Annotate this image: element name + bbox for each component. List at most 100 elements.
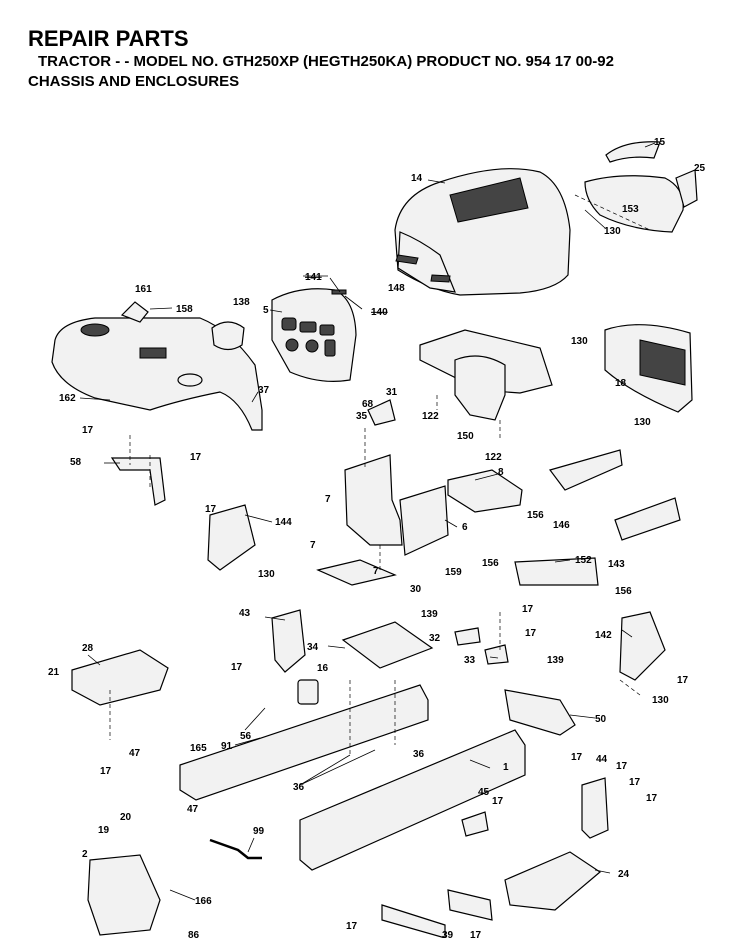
- plate-8-part: [447, 469, 523, 513]
- part-label-17-h: 17: [571, 752, 583, 763]
- part-label-17-g: 17: [677, 675, 689, 686]
- page-title: REPAIR PARTS: [28, 26, 189, 51]
- part-label-156-a: 156: [527, 510, 544, 521]
- part-label-39: 39: [442, 930, 454, 938]
- part-label-150: 150: [457, 431, 474, 442]
- panel-146-part: [548, 449, 623, 491]
- part-label-166: 166: [195, 896, 212, 907]
- part-label-30: 30: [410, 584, 422, 595]
- part-label-156-c: 156: [615, 586, 632, 597]
- headlight-lens-part: [675, 169, 698, 208]
- part-label-17-c: 17: [205, 504, 217, 515]
- floor-plate-part: [316, 559, 397, 586]
- part-label-19: 19: [98, 825, 110, 836]
- part-label-130-d: 130: [258, 569, 275, 580]
- dash-panel-part: [271, 288, 357, 382]
- bracket-39-part: [381, 904, 446, 938]
- part-label-15: 15: [654, 137, 666, 148]
- bracket-144-part: [207, 504, 256, 571]
- fender-part: [51, 317, 263, 431]
- part-label-47-b: 47: [187, 804, 199, 815]
- part-label-35: 35: [356, 411, 368, 422]
- part-label-146: 146: [553, 520, 570, 531]
- part-label-141: 141: [305, 272, 322, 283]
- part-label-14: 14: [411, 173, 423, 184]
- rod-99-part: [209, 838, 262, 860]
- foot-rest-right-part: [504, 851, 601, 911]
- bracket-142-part: [619, 611, 666, 681]
- part-label-32: 32: [429, 633, 441, 644]
- part-label-17-f: 17: [231, 662, 243, 673]
- part-label-47: 47: [129, 748, 141, 759]
- part-label-153: 153: [622, 204, 639, 215]
- part-label-1: 1: [503, 762, 509, 773]
- frame-left-part: [179, 684, 429, 801]
- hood-grille-part: [584, 175, 684, 233]
- part-label-144: 144: [275, 517, 292, 528]
- hood-part: [394, 168, 571, 296]
- part-label-50: 50: [595, 714, 607, 725]
- part-label-5: 5: [263, 305, 269, 316]
- part-label-91: 91: [221, 741, 233, 752]
- part-label-138: 138: [233, 297, 250, 308]
- part-label-28: 28: [82, 643, 94, 654]
- part-label-45: 45: [478, 787, 490, 798]
- part-label-24: 24: [618, 869, 630, 880]
- part-label-17-m: 17: [646, 793, 658, 804]
- part-label-68: 68: [362, 399, 374, 410]
- part-label-122: 122: [422, 411, 439, 422]
- part-label-143: 143: [608, 559, 625, 570]
- part-label-18: 18: [615, 378, 627, 389]
- firewall-part: [344, 454, 449, 556]
- part-label-17-a: 17: [82, 425, 94, 436]
- bracket-58-part: [110, 457, 166, 506]
- part-label-37: 37: [258, 385, 270, 396]
- bracket-33-part: [484, 644, 509, 665]
- part-label-165: 165: [190, 743, 207, 754]
- part-16: [297, 679, 319, 705]
- part-label-86: 86: [188, 930, 200, 938]
- part-label-130-b: 130: [571, 336, 588, 347]
- part-label-140: 140: [371, 307, 388, 318]
- part-label-139-b: 139: [547, 655, 564, 666]
- part-label-17-b: 17: [190, 452, 202, 463]
- bracket-lower-part: [447, 889, 493, 921]
- part-label-99: 99: [253, 826, 265, 837]
- part-label-20: 20: [120, 812, 132, 823]
- part-label-36: 36: [413, 749, 425, 760]
- part-label-33: 33: [464, 655, 476, 666]
- part-label-17-d: 17: [522, 604, 534, 615]
- panel-152-part: [514, 557, 599, 586]
- part-label-21: 21: [48, 667, 60, 678]
- section-title: CHASSIS AND ENCLOSURES: [28, 73, 240, 90]
- part-label-17-e: 17: [525, 628, 537, 639]
- part-label-130: 130: [604, 226, 621, 237]
- part-label-8: 8: [498, 467, 504, 478]
- part-label-162: 162: [59, 393, 76, 404]
- part-label-25: 25: [694, 163, 706, 174]
- part-label-36-b: 36: [293, 782, 305, 793]
- part-label-34: 34: [307, 642, 319, 653]
- part-label-148: 148: [388, 283, 405, 294]
- plate-34-part: [341, 621, 434, 669]
- part-label-7-a: 7: [325, 494, 331, 505]
- part-label-122-b: 122: [485, 452, 502, 463]
- bracket-43-part: [271, 609, 306, 673]
- bracket-32-part: [454, 627, 481, 646]
- part-label-17-o: 17: [470, 930, 482, 938]
- part-label-7-c: 7: [373, 566, 379, 577]
- bracket-45-part: [461, 811, 489, 837]
- part-label-58: 58: [70, 457, 82, 468]
- part-label-31: 31: [386, 387, 398, 398]
- part-label-156-b: 156: [482, 558, 499, 569]
- plate-2-part: [87, 854, 161, 936]
- bracket-50-part: [504, 689, 576, 736]
- part-label-17-n: 17: [346, 921, 358, 932]
- part-label-17-k: 17: [629, 777, 641, 788]
- part-label-43: 43: [239, 608, 251, 619]
- lever-bracket-part: [120, 301, 149, 323]
- part-label-17-j: 17: [100, 766, 112, 777]
- part-label-17-i: 17: [616, 761, 628, 772]
- part-label-7-b: 7: [310, 540, 316, 551]
